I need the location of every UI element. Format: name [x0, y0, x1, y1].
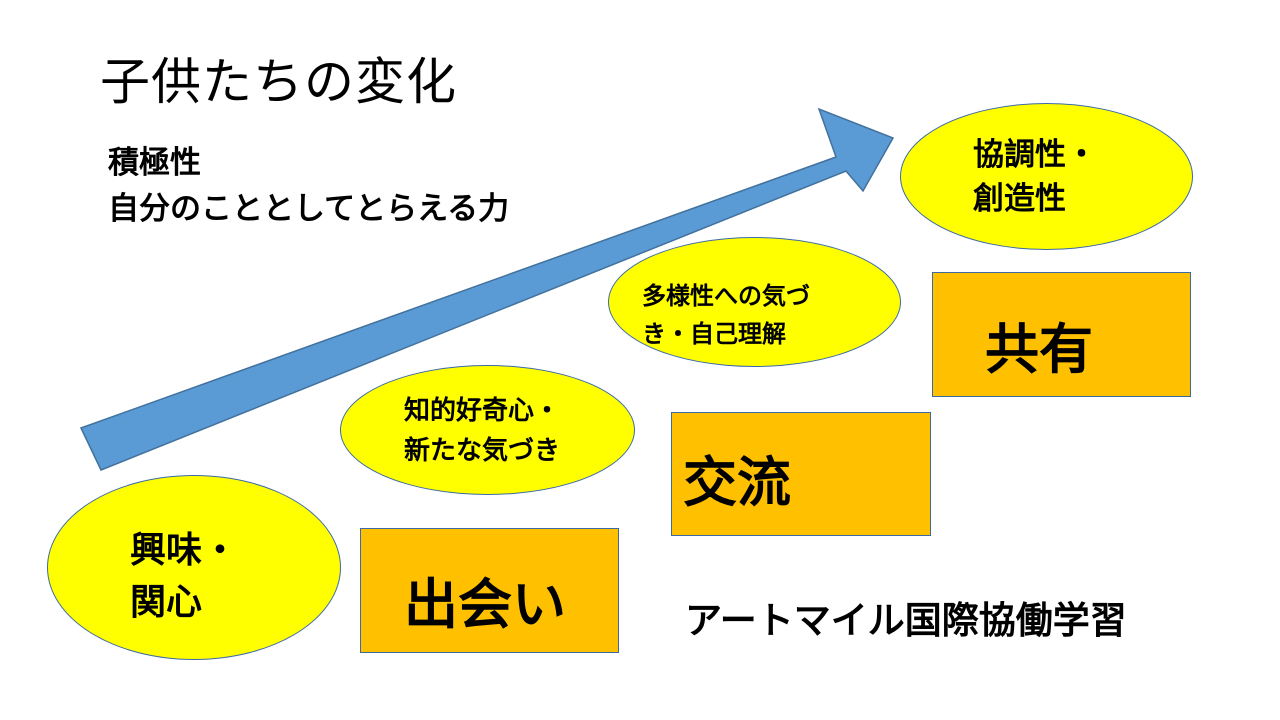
ellipse-diversity	[608, 237, 901, 367]
ellipse-curiosity	[340, 365, 635, 495]
ellipse-interest	[47, 475, 341, 660]
ellipse-diversity-line-1: 多様性への気づ	[642, 282, 810, 310]
growth-arrow-shape	[79, 107, 895, 471]
box-exchange-label: 交流	[683, 451, 791, 514]
ellipse-cooperation-line-1: 協調性・	[973, 137, 1097, 173]
subtitle-line-2: 自分のこととしてとらえる力	[108, 191, 510, 227]
ellipse-cooperation	[900, 103, 1193, 250]
box-encounter	[360, 528, 619, 653]
ellipse-interest-text: 興味・ 関心	[130, 525, 238, 629]
box-sharing	[932, 272, 1191, 397]
box-encounter-label: 出会い	[404, 573, 566, 636]
ellipse-interest-line-2: 関心	[130, 582, 203, 623]
ellipse-cooperation-text: 協調性・ 創造性	[973, 133, 1097, 221]
box-sharing-label: 共有	[985, 318, 1093, 381]
ellipse-cooperation-line-2: 創造性	[973, 181, 1066, 217]
ellipse-diversity-line-2: き・自己理解	[642, 320, 786, 348]
ellipse-curiosity-text: 知的好奇心・ 新たな気づき	[404, 391, 560, 471]
ellipse-interest-line-1: 興味・	[130, 530, 239, 571]
box-exchange	[671, 412, 931, 536]
ellipse-diversity-text: 多様性への気づ き・自己理解	[642, 277, 810, 353]
footer-caption: アートマイル国際協働学習	[685, 599, 1127, 642]
subtitle-block: 積極性 自分のこととしてとらえる力	[108, 140, 509, 232]
slide-title: 子供たちの変化	[100, 53, 457, 111]
subtitle-line-1: 積極性	[108, 145, 201, 181]
ellipse-curiosity-line-2: 新たな気づき	[404, 436, 561, 466]
ellipse-curiosity-line-1: 知的好奇心・	[404, 396, 561, 426]
